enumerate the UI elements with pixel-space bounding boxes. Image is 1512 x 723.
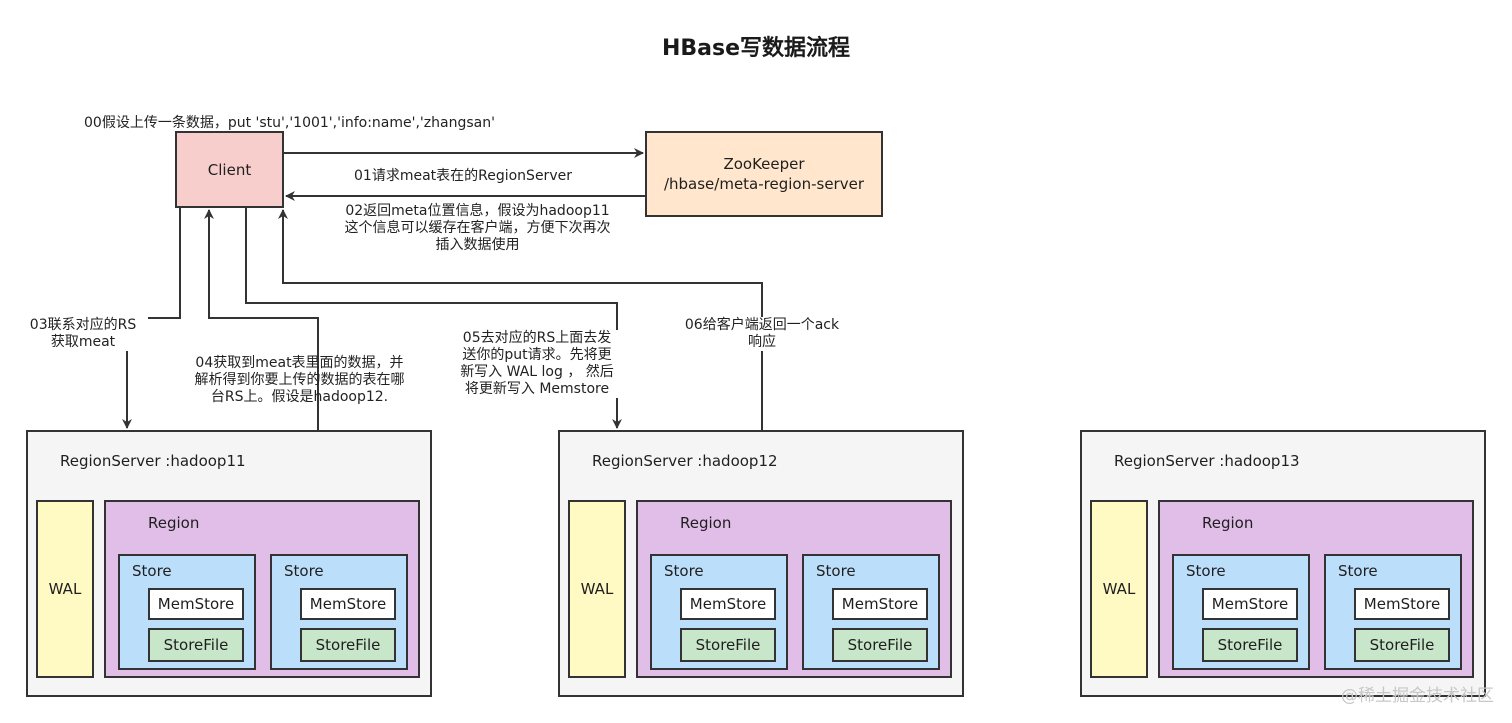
arrow-06 — [278, 209, 763, 430]
store-box: Store MemStore StoreFile — [118, 554, 256, 670]
note-step-03: 03联系对应的RS 获取meat — [18, 317, 148, 351]
regionserver-hadoop12: RegionServer :hadoop12 WAL Region Store … — [558, 430, 964, 697]
memstore-box: MemStore — [300, 588, 396, 620]
region-box: Region Store MemStore StoreFile Store Me… — [1158, 500, 1474, 678]
memstore-box: MemStore — [832, 588, 928, 620]
arrow-03 — [122, 208, 181, 429]
store-label: Store — [664, 562, 704, 580]
store-box: Store MemStore StoreFile — [270, 554, 408, 670]
regionserver-label: RegionServer :hadoop13 — [1114, 452, 1300, 470]
watermark: @稀土掘金技术社区 — [1341, 686, 1494, 706]
store-label: Store — [1338, 562, 1378, 580]
diagram-title: HBase写数据流程 — [661, 36, 851, 61]
note-step-00: 00假设上传一条数据，put 'stu','1001','info:name',… — [84, 115, 495, 131]
note-step-05: 05去对应的RS上面去发 送你的put请求。先将更 新写入 WAL log ， … — [452, 330, 622, 398]
note-step-01: 01请求meat表在的RegionServer — [354, 168, 572, 184]
store-box: Store MemStore StoreFile — [802, 554, 940, 670]
note-step-04: 04获取到meat表里面的数据，并 解析得到你要上传的数据的表在哪 台RS上。假… — [194, 355, 405, 405]
note-step-06: 06给客户端返回一个ack 响应 — [682, 317, 842, 351]
store-label: Store — [132, 562, 172, 580]
region-label: Region — [148, 514, 200, 532]
store-label: Store — [284, 562, 324, 580]
zookeeper-path: /hbase/meta-region-server — [663, 175, 865, 193]
storefile-box: StoreFile — [1202, 628, 1298, 662]
note-step-02: 02返回meta位置信息，假设为hadoop11 这个信息可以缓存在客户端，方便… — [344, 203, 611, 253]
arrow-04 — [204, 209, 319, 430]
regionserver-hadoop11: RegionServer :hadoop11 WAL Region Store … — [26, 430, 432, 697]
store-box: Store MemStore StoreFile — [1172, 554, 1310, 670]
regionserver-hadoop13: RegionServer :hadoop13 WAL Region Store … — [1080, 430, 1486, 697]
wal-box: WAL — [36, 500, 94, 678]
memstore-box: MemStore — [1202, 588, 1298, 620]
storefile-box: StoreFile — [148, 628, 244, 662]
memstore-box: MemStore — [148, 588, 244, 620]
storefile-box: StoreFile — [300, 628, 396, 662]
region-label: Region — [680, 514, 732, 532]
region-box: Region Store MemStore StoreFile Store Me… — [636, 500, 952, 678]
zookeeper-node: ZooKeeper /hbase/meta-region-server — [645, 131, 883, 217]
store-label: Store — [1186, 562, 1226, 580]
store-box: Store MemStore StoreFile — [650, 554, 788, 670]
wal-box: WAL — [1090, 500, 1148, 678]
client-node: Client — [175, 131, 284, 208]
regionserver-label: RegionServer :hadoop11 — [60, 452, 246, 470]
storefile-box: StoreFile — [1354, 628, 1450, 662]
memstore-box: MemStore — [680, 588, 776, 620]
store-label: Store — [816, 562, 856, 580]
region-label: Region — [1202, 514, 1254, 532]
wal-box: WAL — [568, 500, 626, 678]
zookeeper-label: ZooKeeper — [723, 155, 805, 173]
storefile-box: StoreFile — [832, 628, 928, 662]
regionserver-label: RegionServer :hadoop12 — [592, 452, 778, 470]
client-label: Client — [207, 160, 252, 179]
memstore-box: MemStore — [1354, 588, 1450, 620]
storefile-box: StoreFile — [680, 628, 776, 662]
region-box: Region Store MemStore StoreFile Store Me… — [104, 500, 420, 678]
store-box: Store MemStore StoreFile — [1324, 554, 1462, 670]
